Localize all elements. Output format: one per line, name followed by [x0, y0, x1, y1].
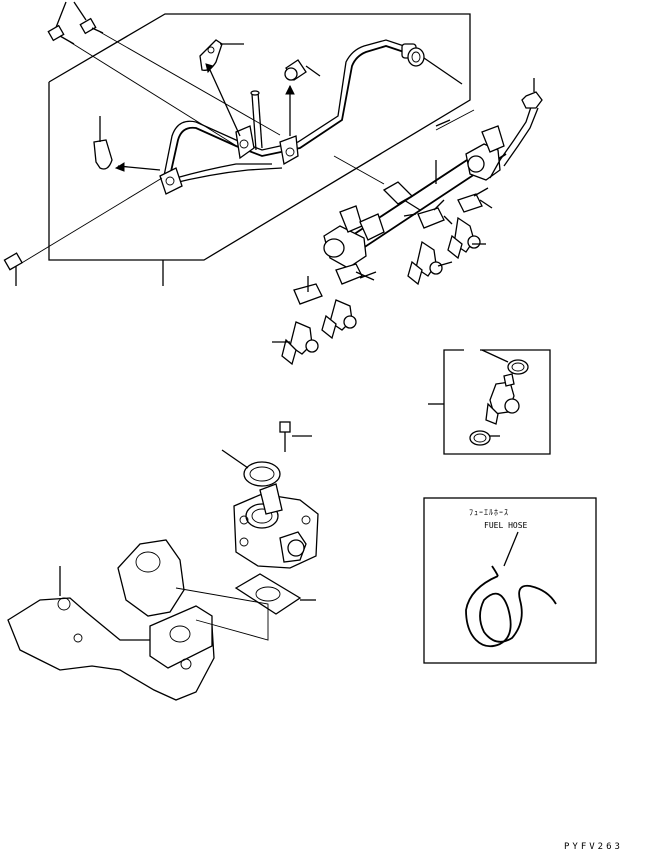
- harness-frame: [48, 13, 471, 261]
- drawing-code: PYFV263: [564, 842, 623, 852]
- injector-3: [321, 299, 357, 340]
- injector-clip-2: [457, 187, 489, 213]
- injector-4: [272, 321, 319, 366]
- injector-detail-oring-bottom: [469, 430, 500, 446]
- injector-clip-3: [335, 263, 375, 285]
- fuel-hose-label-jp: ﾌｭｰｴﾙﾎｰｽ: [469, 508, 509, 517]
- clip-upper: [199, 39, 244, 137]
- injector-clip-1: [417, 199, 445, 229]
- long-bolt-lower-left: [3, 177, 163, 286]
- injector-clip-4: [293, 276, 323, 305]
- injector-2: [407, 240, 453, 286]
- injector-1: [447, 216, 486, 260]
- fuel-hose-drawing: [465, 531, 557, 648]
- injector-detail-oring-top: [481, 349, 529, 375]
- throttle-bolt: [279, 421, 312, 452]
- rail-sensor-wire: [489, 78, 543, 179]
- rail-right-leaders: [359, 213, 417, 279]
- throttle-body: [233, 483, 319, 569]
- clip-grommet: [284, 59, 321, 136]
- injector-detail-box: [428, 349, 551, 455]
- bolt-upper-left: [47, 1, 281, 146]
- intake-manifold: [7, 539, 269, 701]
- fuel-hose-box: [423, 497, 597, 664]
- injector-detail-injector: [485, 373, 520, 425]
- fuel-rail-leaders: [435, 119, 493, 225]
- throttle-gasket: [234, 573, 316, 615]
- throttle-seal: [221, 449, 281, 487]
- harness-pipe: [159, 39, 463, 195]
- fuel-hose-label-en: FUEL HOSE: [484, 521, 528, 530]
- clip-left: [93, 116, 161, 172]
- fuel-rail: [323, 109, 507, 269]
